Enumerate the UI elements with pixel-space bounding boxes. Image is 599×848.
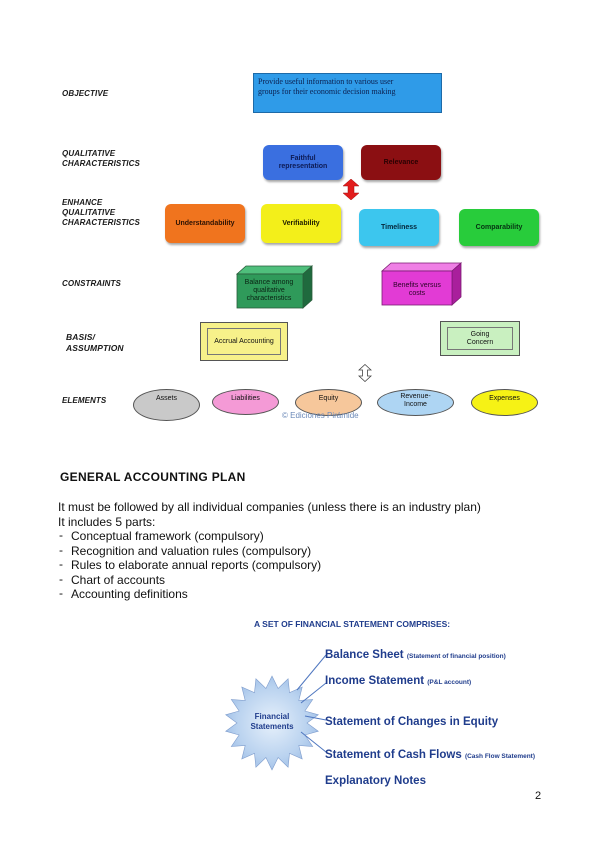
row-label-enhance: ENHANCE QUALITATIVE CHARACTERISTICS: [62, 198, 140, 227]
timeliness-box: Timeliness: [359, 209, 439, 246]
balance-block: [235, 265, 314, 309]
row-label-basis: BASIS/ ASSUMPTION: [66, 332, 124, 353]
row-label-constraints: CONSTRAINTS: [62, 279, 121, 288]
list-item: Chart of accounts: [58, 572, 558, 588]
list-item: Accounting definitions: [58, 586, 558, 602]
row-label-qualitative: QUALITATIVE CHARACTERISTICS: [62, 149, 140, 168]
page-number: 2: [535, 790, 542, 802]
list-item: Conceptual framework (compulsory): [58, 528, 558, 544]
equity-ellipse: Equity: [295, 389, 362, 416]
objective-box: Provide useful information to various us…: [253, 73, 442, 113]
section-heading: GENERAL ACCOUNTING PLAN: [60, 470, 246, 484]
expenses-ellipse: Expenses: [471, 389, 538, 416]
benefits-block: [380, 262, 463, 306]
row-label-objective: OBJECTIVE: [62, 89, 109, 98]
starburst-icon: [225, 675, 319, 771]
connector-lines: [296, 654, 327, 753]
revenue-income-ellipse: Revenue-Income: [377, 389, 454, 416]
star-label: Financial Statements: [250, 712, 294, 731]
comparability-box: Comparability: [459, 209, 539, 246]
fs-item-income-statement: Income Statement (P&L account): [325, 675, 472, 687]
verifiability-box: Verifiability: [261, 204, 341, 243]
relevance-box: Relevance: [361, 145, 441, 180]
parts-list: Conceptual framework (compulsory) Recogn…: [58, 528, 558, 602]
understandability-box: Understandability: [165, 204, 245, 243]
vertical-double-arrow-icon: [358, 364, 372, 382]
assets-ellipse: Assets: [133, 389, 200, 421]
list-item: Recognition and valuation rules (compuls…: [58, 543, 558, 559]
financial-title: A SET OF FINANCIAL STATEMENT COMPRISES:: [254, 619, 451, 629]
row-label-elements: ELEMENTS: [62, 396, 107, 405]
double-arrow-icon: [342, 179, 360, 200]
watermark: © Ediciones Pirámide: [282, 411, 359, 420]
fs-item-explanatory-notes: Explanatory Notes: [325, 775, 426, 787]
section-body: It must be followed by all individual co…: [58, 500, 558, 602]
fs-item-balance-sheet: Balance Sheet (Statement of financial po…: [325, 649, 506, 661]
liabilities-ellipse: Liabilities: [212, 389, 279, 415]
list-item: Rules to elaborate annual reports (compu…: [58, 557, 558, 573]
fs-item-changes-in-equity: Statement of Changes in Equity: [325, 716, 499, 728]
fs-item-cash-flows: Statement of Cash Flows (Cash Flow State…: [325, 749, 536, 761]
accrual-accounting-box: Accrual Accounting: [200, 322, 288, 361]
